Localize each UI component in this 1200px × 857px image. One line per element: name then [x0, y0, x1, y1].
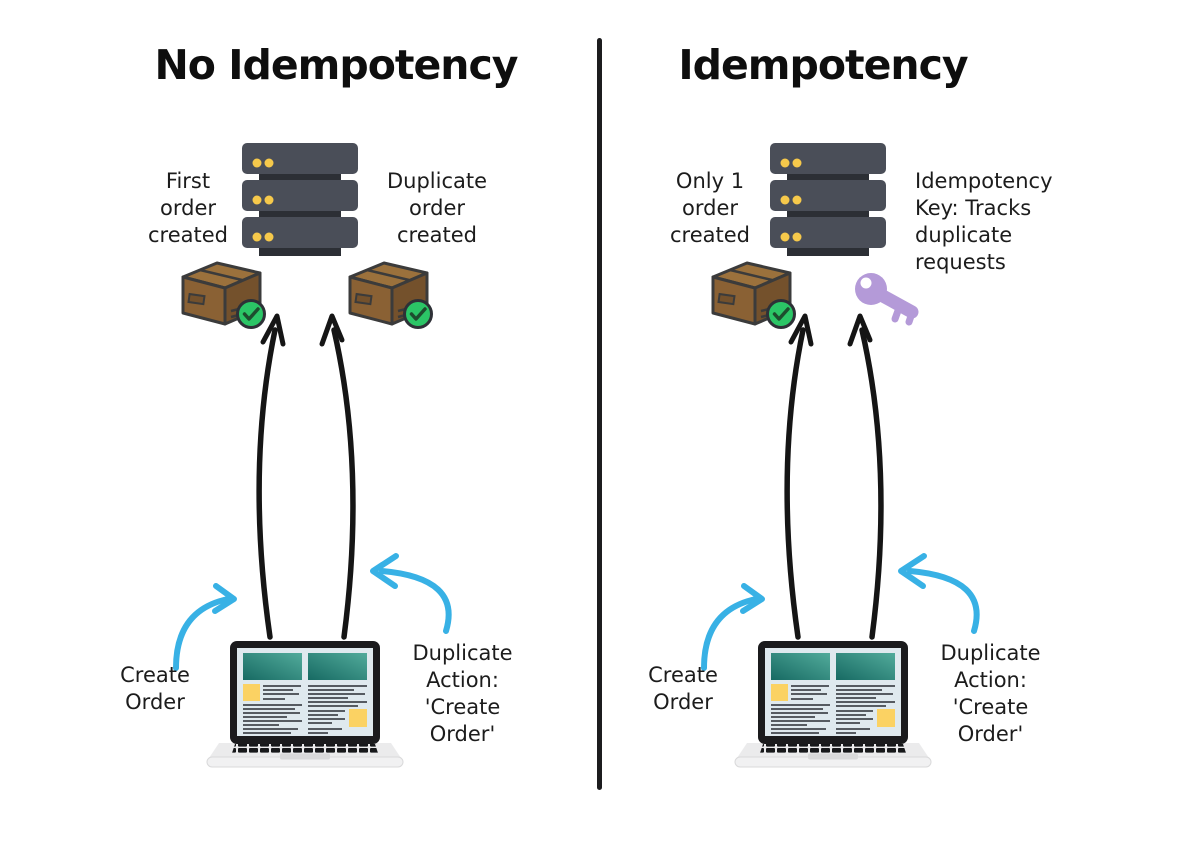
- server-stack-icon: [770, 143, 886, 259]
- result-label-right: Idempotency Key: Tracks duplicate reques…: [915, 169, 1053, 275]
- action-label-right: Duplicate Action: 'Create Order': [412, 641, 513, 747]
- result-label-left: Only 1 order created: [670, 169, 750, 248]
- request-arrows-icon: [758, 300, 908, 645]
- laptop-icon: [733, 640, 933, 775]
- blue-arrow-right-icon: [360, 550, 455, 635]
- panel-title: No Idempotency: [154, 41, 518, 89]
- result-label-right: Duplicate order created: [386, 169, 488, 248]
- action-label-left: Create Order: [120, 663, 190, 715]
- action-label-right: Duplicate Action: 'Create Order': [940, 641, 1041, 747]
- panel-divider: [597, 38, 602, 790]
- server-stack-icon: [242, 143, 358, 259]
- result-label-left: First order created: [148, 169, 228, 248]
- panel-title: Idempotency: [678, 41, 968, 89]
- laptop-icon: [205, 640, 405, 775]
- action-label-left: Create Order: [648, 663, 718, 715]
- request-arrows-icon: [230, 300, 380, 645]
- blue-arrow-right-icon: [888, 550, 983, 635]
